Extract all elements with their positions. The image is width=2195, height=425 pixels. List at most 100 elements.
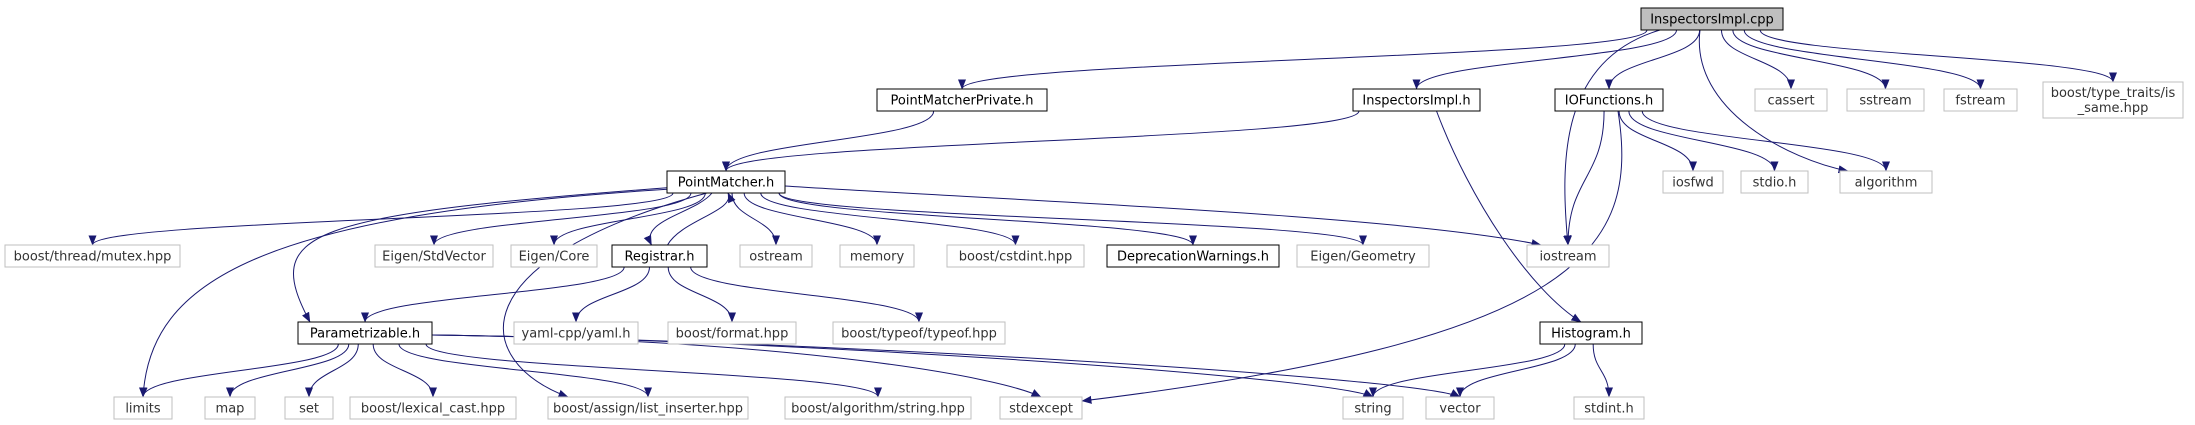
include-edge-histogram-h-to-vector <box>1456 343 1576 398</box>
include-edge-inspectors-impl-h-to-histogram-h <box>1436 110 1582 323</box>
include-edge-parametrizable-h-to-boost-assign-list-inserter <box>398 343 652 398</box>
node-box <box>1740 170 1809 194</box>
include-edge-inspectors-impl-cpp-to-point-matcher-private-h <box>958 29 1648 90</box>
node-box <box>832 321 1006 345</box>
node-inspectors-impl-cpp[interactable]: InspectorsImpl.cpp <box>1640 7 1784 31</box>
node-string: string <box>1342 396 1404 420</box>
node-eigen-stdvector: Eigen/StdVector <box>374 244 494 268</box>
include-edge-point-matcher-h-to-parametrizable-h <box>292 186 678 323</box>
node-boost-lexical-cast: boost/lexical_cast.hpp <box>349 396 517 420</box>
node-box <box>1342 396 1404 420</box>
node-stdexcept: stdexcept <box>999 396 1083 420</box>
node-box <box>839 244 915 268</box>
node-deprecation-warnings-h[interactable]: DeprecationWarnings.h <box>1106 244 1280 268</box>
node-box <box>1662 170 1724 194</box>
node-boost-algorithm-string: boost/algorithm/string.hpp <box>784 396 972 420</box>
include-edge-parametrizable-h-to-map <box>226 343 350 398</box>
include-edge-point-matcher-h-to-boost-cstdint <box>760 192 1020 246</box>
node-box <box>1539 321 1643 345</box>
node-box <box>1425 396 1495 420</box>
node-box <box>1943 88 2018 112</box>
node-label: boost/thread/mutex.hpp <box>14 250 172 265</box>
node-point-matcher-private-h[interactable]: PointMatcherPrivate.h <box>876 88 1048 112</box>
node-vector: vector <box>1425 396 1495 420</box>
node-label: boost/lexical_cast.hpp <box>361 402 505 417</box>
include-edge-inspectors-impl-h-to-point-matcher-h <box>722 110 1360 172</box>
node-box <box>784 396 972 420</box>
node-label: set <box>299 402 319 417</box>
include-edge-inspectors-impl-cpp-to-io-functions-h <box>1605 29 1701 90</box>
include-edge-inspectors-impl-cpp-to-iostream <box>1563 29 1661 246</box>
node-label: boost/algorithm/string.hpp <box>791 402 965 417</box>
include-edge-point-matcher-h-to-iostream <box>784 185 1542 247</box>
node-box <box>1846 88 1925 112</box>
node-box <box>876 88 1048 112</box>
include-edge-point-matcher-h-to-eigen-core <box>550 192 706 246</box>
include-edge-parametrizable-h-to-set <box>305 343 359 398</box>
node-box <box>374 244 494 268</box>
node-parametrizable-h[interactable]: Parametrizable.h <box>297 321 433 345</box>
node-registrar-h[interactable]: Registrar.h <box>611 244 708 268</box>
node-label: DeprecationWarnings.h <box>1117 250 1269 265</box>
node-box <box>1526 244 1610 268</box>
node-box <box>1296 244 1430 268</box>
node-label: Parametrizable.h <box>310 327 420 342</box>
node-box <box>611 244 708 268</box>
include-edge-io-functions-h-to-iostream <box>1564 110 1605 246</box>
node-label: Eigen/StdVector <box>382 250 486 265</box>
node-boost-cstdint: boost/cstdint.hpp <box>946 244 1085 268</box>
node-boost-format: boost/format.hpp <box>667 321 797 345</box>
node-inspectors-impl-h[interactable]: InspectorsImpl.h <box>1352 88 1481 112</box>
node-point-matcher-h[interactable]: PointMatcher.h <box>666 170 786 194</box>
node-label: Eigen/Geometry <box>1310 250 1416 265</box>
node-label: cassert <box>1767 94 1814 109</box>
node-io-functions-h[interactable]: IOFunctions.h <box>1554 88 1664 112</box>
node-label: fstream <box>1955 94 2005 109</box>
node-label: boost/cstdint.hpp <box>959 250 1073 265</box>
include-edge-registrar-h-to-yaml-cpp <box>572 266 650 323</box>
node-box <box>113 396 173 420</box>
node-stdio-h: stdio.h <box>1740 170 1809 194</box>
include-edge-point-matcher-h-to-boost-thread-mutex <box>88 192 674 246</box>
include-edge-point-matcher-h-to-deprecation-warnings-h <box>778 192 1197 246</box>
include-edge-point-matcher-h-to-limits <box>139 188 672 398</box>
node-histogram-h[interactable]: Histogram.h <box>1539 321 1643 345</box>
node-box <box>284 396 334 420</box>
node-label: IOFunctions.h <box>1565 94 1654 109</box>
include-edge-registrar-h-to-point-matcher-h <box>667 192 736 246</box>
node-box <box>946 244 1085 268</box>
node-cassert: cassert <box>1754 88 1828 112</box>
include-edge-parametrizable-h-to-boost-algorithm-string <box>425 343 882 398</box>
node-box <box>1573 396 1645 420</box>
node-label: Eigen/Core <box>519 250 590 265</box>
node-iosfwd: iosfwd <box>1662 170 1724 194</box>
include-edge-point-matcher-h-to-memory <box>743 192 881 246</box>
node-label: Histogram.h <box>1551 327 1631 342</box>
node-box <box>1640 7 1784 31</box>
node-box <box>1106 244 1280 268</box>
include-edge-point-matcher-h-to-registrar-h <box>643 192 713 246</box>
node-label: stdexcept <box>1009 402 1073 417</box>
node-label: string <box>1354 402 1391 417</box>
node-label: PointMatcher.h <box>678 176 774 191</box>
node-label: stdio.h <box>1753 176 1797 191</box>
node-label: map <box>216 402 245 417</box>
include-edge-point-matcher-h-to-eigen-stdvector <box>430 192 692 246</box>
include-edge-parametrizable-h-to-boost-lexical-cast <box>372 343 437 398</box>
node-box <box>513 321 639 345</box>
node-box <box>547 396 749 420</box>
include-edge-inspectors-impl-cpp-to-fstream <box>1743 29 1985 90</box>
node-label: Registrar.h <box>624 250 694 265</box>
node-label: limits <box>125 402 161 417</box>
node-label: iosfwd <box>1672 176 1714 191</box>
include-edge-inspectors-impl-cpp-to-inspectors-impl-h <box>1412 29 1678 90</box>
node-label: algorithm <box>1855 176 1918 191</box>
node-box <box>349 396 517 420</box>
node-box <box>2042 81 2184 119</box>
include-edge-inspectors-impl-cpp-to-type-traits <box>1759 29 2117 83</box>
node-type-traits: boost/type_traits/is_same.hpp <box>2042 81 2184 119</box>
node-box <box>666 170 786 194</box>
node-boost-thread-mutex: boost/thread/mutex.hpp <box>4 244 181 268</box>
node-boost-assign-list-inserter: boost/assign/list_inserter.hpp <box>547 396 749 420</box>
